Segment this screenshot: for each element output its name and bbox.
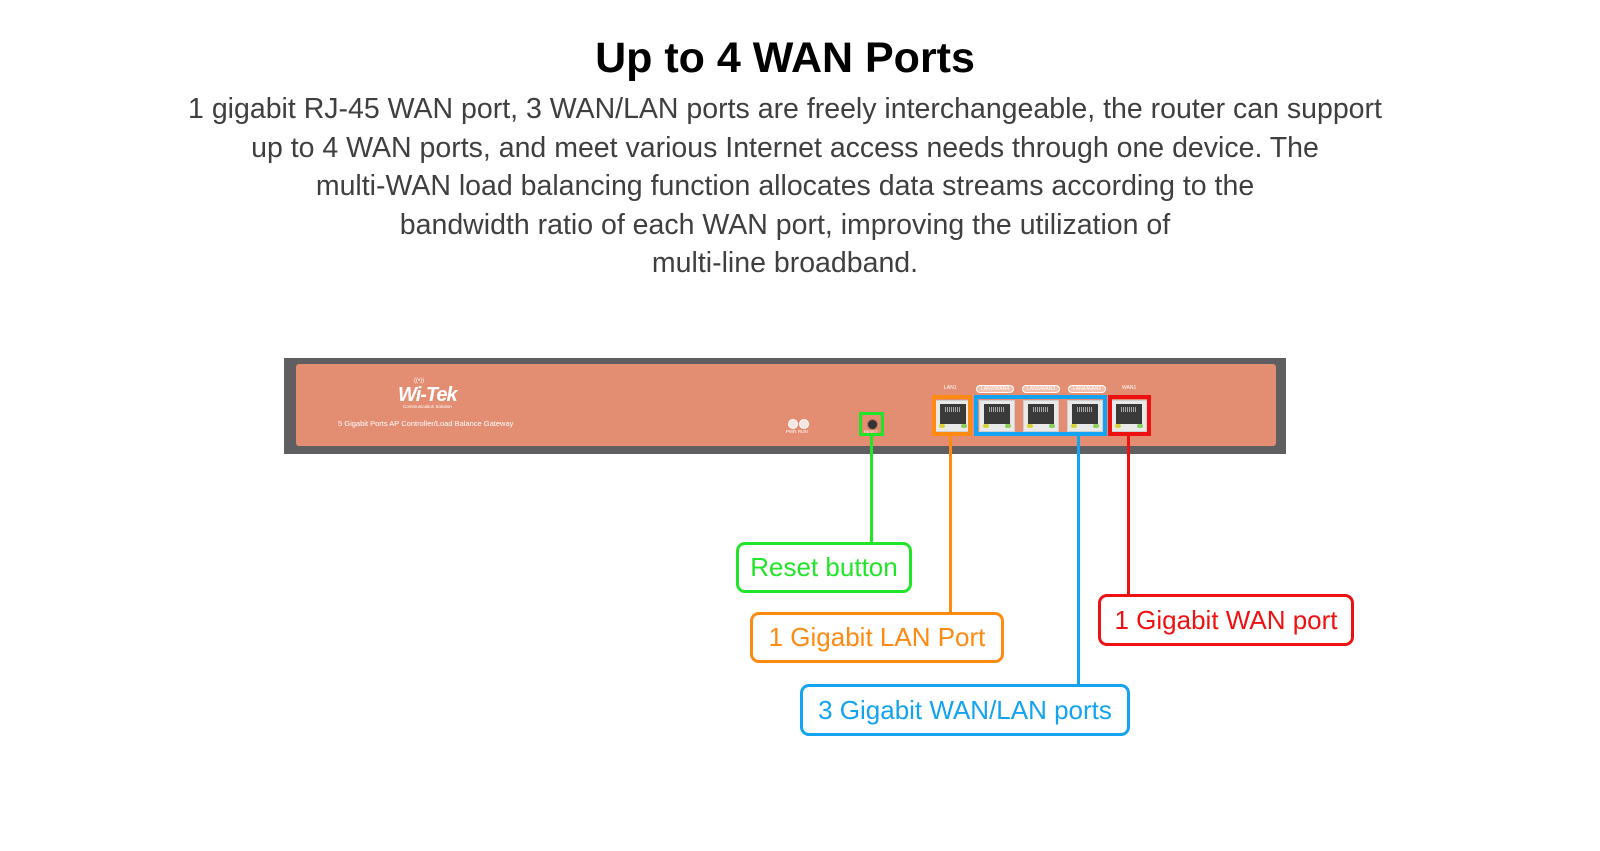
run-led-icon: [799, 419, 809, 429]
description: 1 gigabit RJ-45 WAN port, 3 WAN/LAN port…: [60, 90, 1510, 283]
brand-tagline: Communication Solution: [403, 404, 452, 409]
port-label-lan3-wan3: LAN3/WAN3: [1022, 385, 1061, 393]
page-title: Up to 4 WAN Ports: [595, 34, 975, 82]
wifi-signal-icon: ((•)): [414, 378, 425, 384]
description-line: 1 gigabit RJ-45 WAN port, 3 WAN/LAN port…: [188, 93, 1382, 125]
wan-leader-line: [1127, 436, 1130, 596]
wan-highlight-box: [1108, 395, 1151, 436]
ethernet-port-lan1: [935, 400, 971, 432]
pwr-led-icon: [788, 419, 798, 429]
ethernet-port-lan4-wan2: [1067, 400, 1103, 432]
description-line: bandwidth ratio of each WAN port, improv…: [399, 208, 1171, 241]
model-text: 5 Gigabit Ports AP Controller/Load Balan…: [338, 419, 514, 428]
lan-highlight-box: [932, 395, 972, 436]
ethernet-port-lan2-wan4: [979, 400, 1015, 432]
lan-callout: 1 Gigabit LAN Port: [750, 612, 1004, 663]
description-line: up to 4 WAN ports, and meet various Inte…: [251, 131, 1319, 164]
wanlan-callout: 3 Gigabit WAN/LAN ports: [800, 684, 1130, 736]
brand-logo: Wi-Tek: [398, 384, 458, 406]
port-label-lan1: LAN1: [944, 385, 957, 391]
reset-label: RESET: [864, 429, 878, 434]
port-label-wan1: WAN1: [1122, 385, 1137, 391]
reset-button[interactable]: [867, 419, 878, 430]
description-line: multi-line broadband.: [651, 247, 919, 279]
reset-callout: Reset button: [736, 542, 912, 593]
reset-highlight-box: [859, 412, 884, 436]
ethernet-port-lan3-wan3: [1023, 400, 1059, 432]
pwr-label: PWR: [786, 429, 797, 434]
reset-leader-line: [870, 436, 873, 544]
ethernet-port-wan1: [1111, 400, 1147, 432]
port-label-lan4-wan2: LAN4/WAN2: [1068, 385, 1107, 393]
description-line: multi-WAN load balancing function alloca…: [315, 170, 1255, 202]
lan-leader-line: [949, 436, 952, 613]
wanlan-highlight-box: [974, 395, 1107, 436]
wanlan-leader-line: [1077, 436, 1080, 686]
wan-callout: 1 Gigabit WAN port: [1098, 594, 1354, 646]
port-label-lan2-wan4: LAN2/WAN4: [976, 385, 1015, 393]
run-label: RUN: [798, 429, 808, 434]
